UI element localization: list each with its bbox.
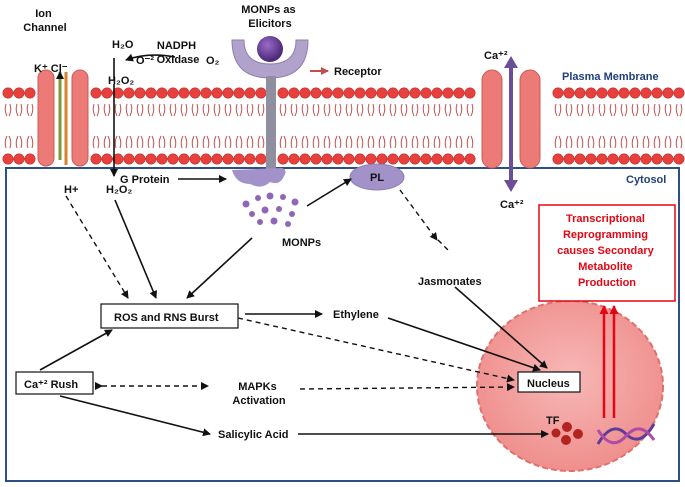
g-protein-shape [232, 168, 286, 187]
ca-rush-box [15, 371, 94, 395]
monp-particle [257, 36, 283, 62]
monps-elicitors-label: MONPs as Elicitors [241, 4, 298, 30]
cytosol-label: Cytosol [626, 174, 666, 186]
transcriptional-label: Transcriptional Reprogramming causes Sec… [557, 213, 657, 289]
dna-icon [596, 423, 656, 445]
monps-label: MONPs [282, 237, 321, 249]
ca-rush-label: Ca⁺² Rush [24, 379, 78, 391]
g-protein-label: G Protein [120, 174, 170, 186]
ethylene-label: Ethylene [333, 309, 379, 321]
h2o2-bottom-label: H₂O₂ [106, 184, 132, 196]
h2o2-top-label: H₂O₂ [108, 75, 134, 87]
k-cl-label: K⁺ Cl⁻ [34, 63, 68, 75]
monps-dots [242, 192, 299, 227]
o2-label: O₂ [206, 55, 220, 67]
nucleus-box [517, 371, 581, 393]
ros-rns-label: ROS and RNS Burst [114, 312, 219, 324]
tf-particles [551, 422, 583, 445]
plasma-membrane [2, 87, 685, 165]
ros-rns-box [100, 303, 239, 329]
ca-top-label: Ca⁺² [484, 50, 508, 62]
pl-label: PL [370, 172, 384, 184]
h2o-label: H₂O [112, 39, 134, 51]
cytosol-border [5, 167, 680, 482]
ion-channel [37, 69, 89, 167]
nucleus-label: Nucleus [527, 378, 570, 390]
plasma-membrane-label: Plasma Membrane [562, 71, 659, 83]
pl-shape [349, 163, 405, 191]
nadph-oxidase-label: NADPH Oxidase [157, 40, 200, 66]
ion-channel-line2: Channel [23, 22, 66, 34]
salicylic-acid-label: Salicylic Acid [218, 429, 289, 441]
receptor [231, 36, 329, 172]
jasmonates-label: Jasmonates [418, 276, 482, 288]
transcriptional-box [538, 204, 676, 302]
calcium-channel [481, 56, 541, 192]
h-plus-label: H+ [64, 184, 78, 196]
receptor-label: Receptor [334, 66, 382, 78]
ca-bottom-label: Ca⁺² [500, 199, 524, 211]
tf-label: TF [546, 415, 560, 427]
ion-channel-label: Ion Channel [23, 8, 66, 34]
mapks-label: MAPKs Activation [232, 381, 285, 407]
arrows [39, 53, 549, 438]
o2-minus-label: O⁻² [136, 55, 154, 67]
ion-channel-line1: Ion [35, 8, 52, 20]
